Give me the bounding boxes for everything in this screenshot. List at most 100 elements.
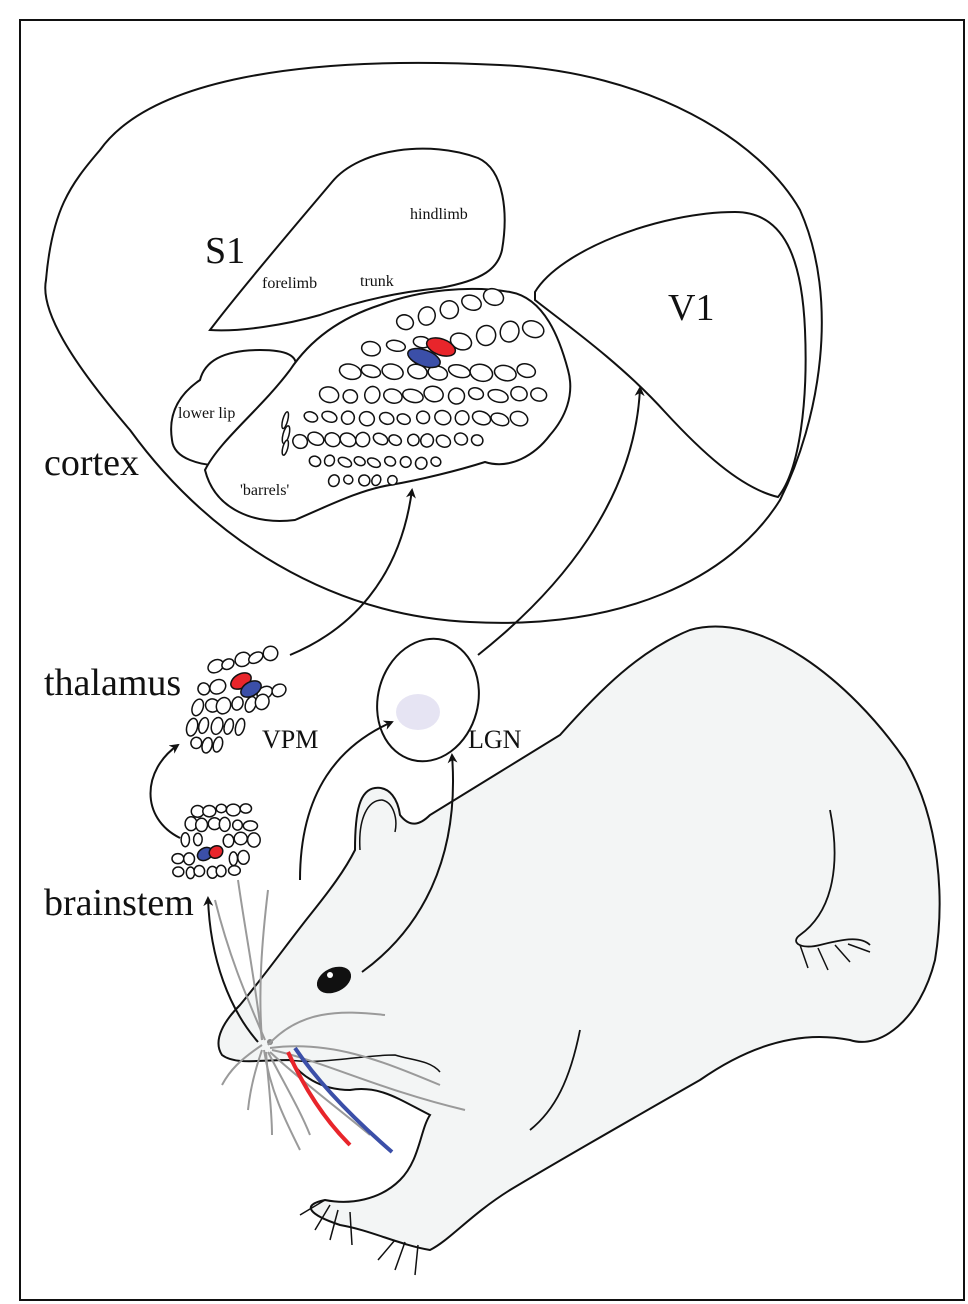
s1-label: S1 [205, 230, 245, 272]
cell-outline [493, 364, 517, 382]
cell-outline [185, 717, 199, 737]
cell-outline [417, 306, 436, 326]
cell-outline [338, 363, 362, 381]
arrow-brainstem-to-vpm [149, 743, 181, 839]
cell-outline [439, 300, 460, 320]
arrow-vpm-to-barrels [289, 488, 416, 656]
cell-outline [378, 411, 395, 426]
cell-outline [516, 363, 537, 379]
cell-outline [215, 864, 227, 878]
cell-outline [221, 658, 235, 671]
cell-outline [430, 456, 442, 467]
whisker-red [286, 1051, 352, 1147]
cell-outline [318, 386, 340, 404]
cell-outline [262, 645, 279, 662]
cell-outline [308, 455, 322, 468]
cell-outline [215, 696, 232, 715]
trunk-label: trunk [360, 273, 394, 290]
cell-outline [281, 411, 290, 430]
cell-outline [171, 852, 185, 865]
barrels-label: 'barrels' [240, 482, 289, 499]
cell-outline [172, 866, 185, 878]
cell-outline [360, 364, 382, 379]
lgn-label: LGN [468, 725, 522, 754]
cell-outline [215, 803, 228, 814]
vpm-blue [240, 680, 262, 698]
cell-outline [358, 410, 376, 427]
cell-outline [487, 388, 509, 404]
v1-label: V1 [668, 287, 714, 329]
forelimb-label: forelimb [262, 275, 317, 292]
whisker [221, 1044, 263, 1086]
cell-outline [414, 456, 428, 470]
cell-outline [321, 410, 338, 424]
thalamus-label: thalamus [44, 662, 181, 704]
cell-outline [510, 385, 528, 402]
cell-outline [357, 474, 371, 487]
cell-outline [307, 431, 325, 446]
cell-outline [372, 432, 389, 446]
cortex-label: cortex [44, 442, 139, 484]
cell-outline [427, 365, 449, 381]
pathway-arrows [149, 386, 645, 1043]
cell-outline [197, 682, 211, 696]
cell-outline [530, 387, 548, 402]
cell-outline [227, 865, 242, 876]
cell-outline [228, 851, 239, 867]
cell-outline [482, 287, 505, 307]
whiskers [214, 879, 466, 1151]
cell-outline [521, 320, 545, 339]
cell-outline [281, 439, 290, 456]
arrow-eye-to-lgn [361, 753, 458, 973]
lgn-spot [396, 694, 440, 730]
whisker-blue [293, 1046, 394, 1154]
whisker [237, 879, 263, 1041]
vpm-cluster [185, 645, 287, 754]
arrow-whisker-to-brainstem [203, 896, 259, 1043]
whisker [269, 1051, 371, 1136]
cell-outline [490, 412, 510, 427]
cell-outline [190, 804, 205, 819]
cell-outline [194, 817, 209, 833]
cell-outline [190, 736, 203, 750]
cell-outline [509, 410, 529, 427]
cell-outline [197, 716, 210, 735]
cell-outline [415, 410, 431, 425]
brainstem-label: brainstem [44, 882, 194, 924]
cell-outline [353, 456, 366, 467]
figure-frame [19, 19, 965, 1301]
cell-outline [209, 678, 227, 695]
cell-outline [388, 434, 403, 447]
cell-outline [453, 432, 469, 446]
cell-outline [499, 320, 520, 343]
cell-outline [343, 474, 354, 485]
cell-outline [467, 387, 485, 401]
whisker [267, 1011, 386, 1046]
cell-outline [461, 294, 482, 312]
brainstem-red [208, 844, 224, 860]
cell-outline [385, 339, 407, 353]
barrel-cluster [281, 287, 548, 488]
cell-outline [303, 411, 319, 423]
cell-outline [210, 716, 224, 736]
cell-outline [395, 314, 415, 331]
cell-outline [180, 831, 191, 848]
cell-outline [254, 693, 270, 711]
cell-outline [248, 651, 264, 665]
cell-outline [419, 433, 435, 448]
cell-outline [423, 385, 444, 403]
cell-outline [323, 454, 336, 467]
whisker [214, 899, 266, 1041]
cell-outline [406, 433, 420, 447]
lower-lip-label: lower lip [178, 405, 235, 422]
rat-illustration [217, 625, 941, 1276]
s1-body-region [208, 147, 506, 332]
cell-outline [469, 363, 494, 383]
barrel-field-region [203, 287, 572, 522]
rat-eye [316, 966, 352, 994]
cell-outline [470, 434, 484, 447]
cell-outline [383, 455, 397, 467]
cell-outline [237, 849, 250, 866]
cell-outline [182, 852, 196, 866]
